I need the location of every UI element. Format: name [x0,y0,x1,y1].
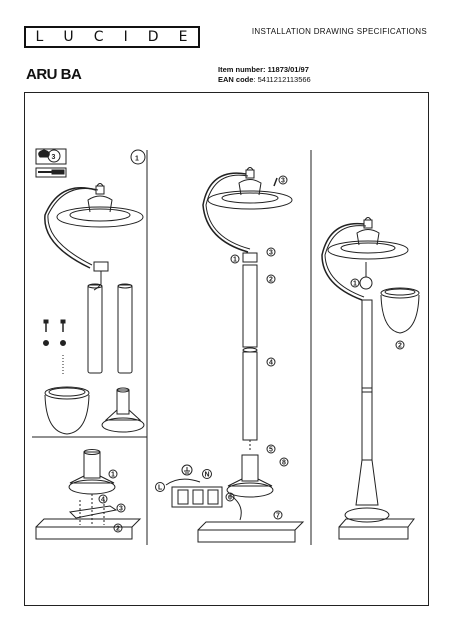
document-type: INSTALLATION DRAWING SPECIFICATIONS [251,27,427,36]
middle-callouts: 3 1 3 2 4 5 8 6 7 N L [155,175,289,520]
callout-1c: 1 [353,281,357,288]
product-meta: Item number: 11873/01/97 EAN code: 54112… [218,65,311,85]
pole-sections [87,283,133,374]
callout-2c: 2 [398,343,402,350]
wire-l-label: L [158,485,163,492]
lamp-base [101,387,145,433]
assembled-head-middle [202,167,293,263]
drawing-frame [24,92,429,606]
item-number-label: Item number: [218,65,266,74]
logo-letter: I [123,29,129,45]
panel1-callouts: 1 4 3 2 [98,469,126,533]
right-glass [380,287,420,334]
callout-3: 3 [119,506,123,513]
lucide-logo: L U C I D E [24,26,200,48]
right-pole [338,299,415,540]
step-1-marker: 1 [130,149,146,165]
glass-cover [44,386,90,435]
step-1-number: 1 [135,156,139,163]
terminal-block [165,478,242,521]
callout-5: 5 [269,447,273,454]
callout-8: 8 [282,460,286,467]
right-callouts: 1 2 [350,278,405,350]
screws [43,319,66,375]
callout-2: 2 [116,526,120,533]
logo-letter: D [147,29,160,45]
ean-label: EAN code [218,75,254,84]
bulb-label: 3 [52,154,56,161]
callout-7: 7 [276,513,280,520]
middle-pole [242,264,258,452]
product-name: ARU BA [26,66,82,83]
item-number-value: 11873/01/97 [267,65,309,74]
screwdriver-icon [35,167,67,178]
ean-value: : 5411212113566 [253,75,311,84]
callout-3c: 3 [269,250,273,257]
wire-n-label: N [205,472,210,479]
callout-4b: 4 [269,360,273,367]
callout-4: 4 [101,497,105,504]
callout-3b: 3 [281,178,285,185]
logo-letter: E [178,29,189,45]
callout-1: 1 [111,472,115,479]
ground-icon [181,464,193,476]
middle-base [197,454,305,543]
callout-6: 6 [228,495,232,502]
assembled-lamp-right [321,217,409,301]
callout-2b: 2 [269,277,273,284]
logo-letter: C [93,29,105,45]
panel-dividers [32,150,312,545]
base-mounting [35,449,142,540]
logo-letter: U [63,29,75,45]
ean-line: EAN code: 5411212113566 [218,75,311,85]
lamp-head [44,183,144,291]
callout-1b: 1 [233,257,237,264]
bulb-icon: 3 [35,148,67,165]
logo-letter: L [35,29,45,45]
item-number-line: Item number: 11873/01/97 [218,65,311,75]
